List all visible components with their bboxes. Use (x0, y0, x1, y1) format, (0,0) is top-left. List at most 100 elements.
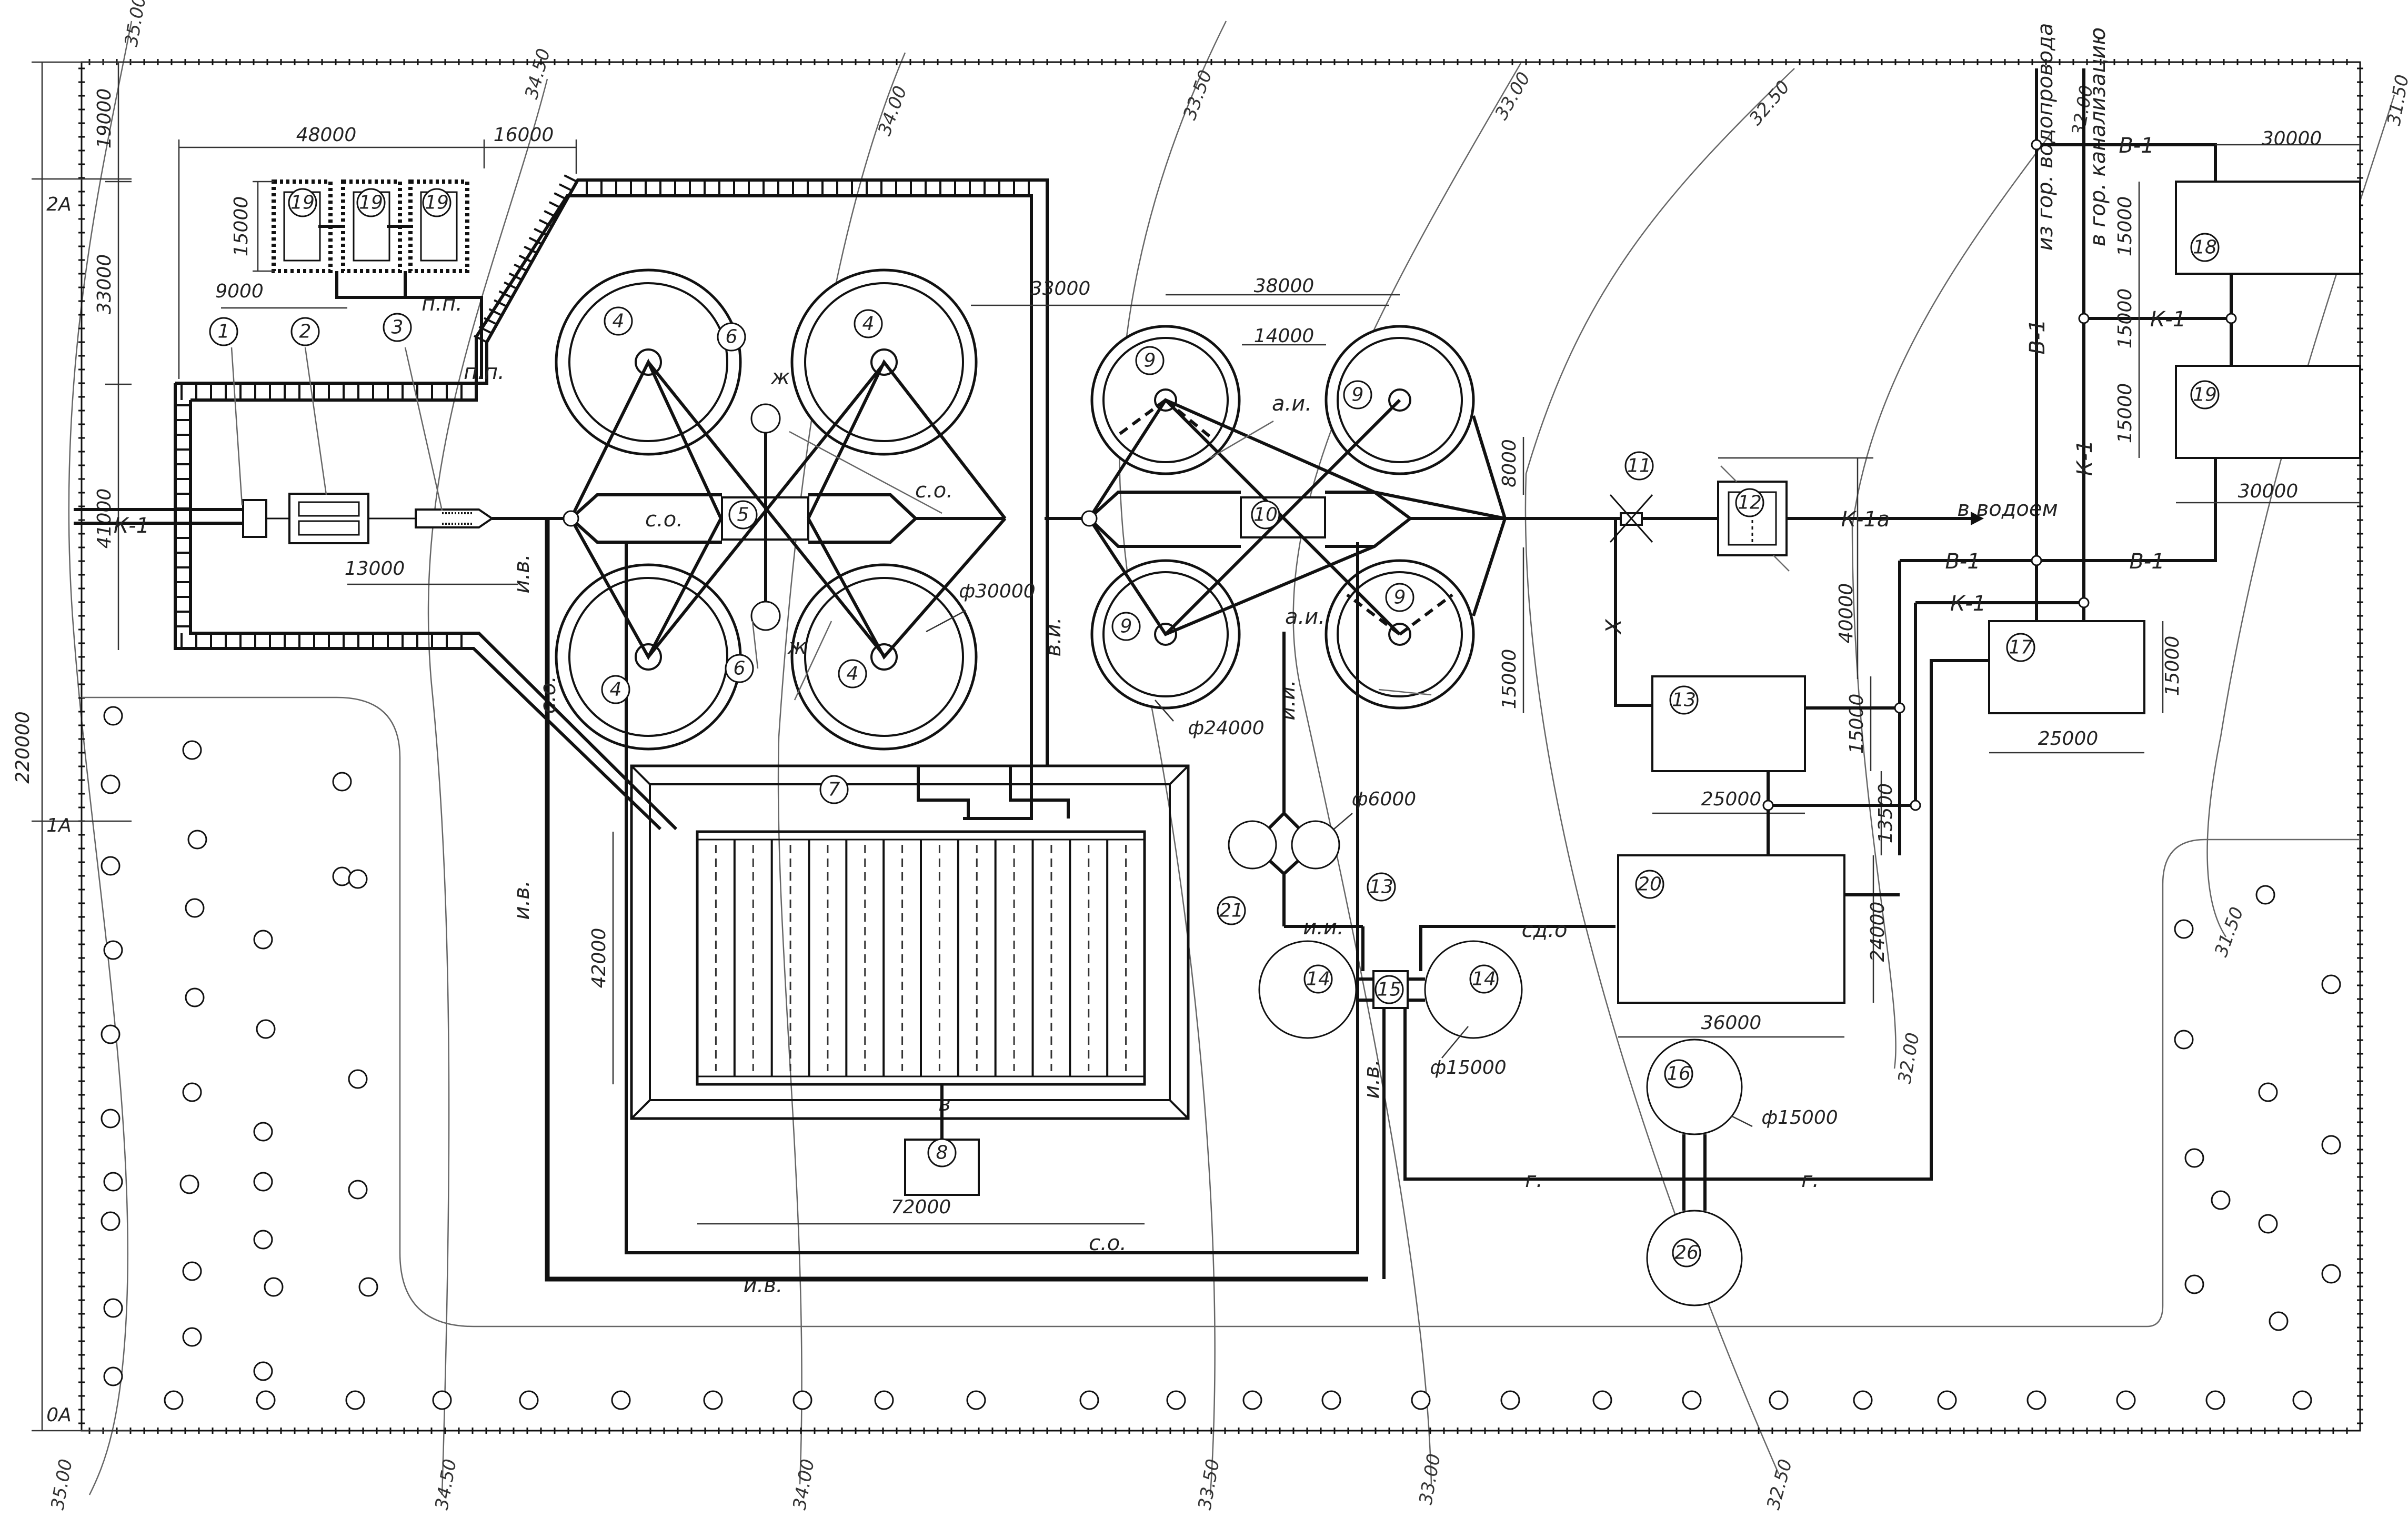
tree (103, 940, 123, 960)
tree (332, 772, 352, 792)
marker-b4c: 4 (601, 675, 630, 704)
tree (2321, 1135, 2341, 1155)
tree (182, 1261, 202, 1281)
tree (1500, 1390, 1520, 1410)
dim-15000-b13: 15000 (1846, 694, 1868, 754)
digester-21 (1228, 820, 1277, 870)
dim-25000-b13: 25000 (1701, 789, 1762, 810)
marker-b14a: 14 (1303, 964, 1333, 994)
fence-ticks (78, 59, 2363, 1434)
tree (2211, 1190, 2231, 1210)
trees (101, 706, 2341, 1410)
tree (432, 1390, 452, 1410)
fence-tick-marks (78, 59, 2363, 1434)
dim-15000-b17: 15000 (2162, 636, 2183, 696)
digester-13 (1291, 820, 1340, 870)
svg-text:12: 12 (1738, 492, 1762, 514)
tree (253, 1361, 273, 1381)
tree (101, 1211, 121, 1231)
contour-label-32-50-bottom: 32.50 (1763, 1457, 1797, 1512)
dim-220000-left: 220000 (12, 711, 34, 783)
marker-b11: 11 (1624, 451, 1654, 481)
dim-15000-r2: 15000 (2114, 288, 2136, 349)
pipe-label-zh-bottom: ж (787, 635, 807, 659)
building-17 (1988, 620, 2145, 714)
pipe-label-co-left: с.о. (645, 507, 683, 532)
effluent: К-1а в водоем Х 40000 25000 15000 13500 … (1505, 457, 2058, 1038)
axis-2A: 2A (46, 194, 72, 215)
tree (2174, 919, 2194, 939)
tree (103, 1366, 123, 1386)
contour-label-33-50-top: 33.50 (1179, 67, 1217, 123)
dim-phi24000: ф24000 (1188, 717, 1264, 739)
dim-30000-top: 30000 (2262, 128, 2322, 149)
tree (1853, 1390, 1873, 1410)
svg-text:11: 11 (1627, 455, 1651, 477)
marker-b19a: 19 (288, 188, 317, 217)
tree (185, 898, 205, 918)
city-utilities: из гор. водопровода в гор. канализацию В… (1762, 23, 2361, 896)
svg-text:3: 3 (392, 317, 404, 338)
pipe-label-zh-top: ж (770, 365, 790, 390)
tree (348, 869, 368, 889)
tree (1937, 1390, 1957, 1410)
contour-label-35-00-top: 35.00 (121, 0, 150, 48)
tree (519, 1390, 539, 1410)
sludge-beds-7-outer (630, 764, 1190, 1120)
primary-settling-tanks: с.о. с.о. ж ж ф30000 (555, 268, 1036, 751)
svg-text:1: 1 (218, 321, 230, 343)
site-boundary (81, 61, 2361, 1432)
pipe-label-co-right: с.о. (915, 478, 953, 503)
tree (2174, 1030, 2194, 1050)
marker-b21: 21 (1217, 896, 1246, 925)
axis-1A: 1A (46, 815, 72, 836)
green-zone-main (82, 696, 2360, 1328)
tree (874, 1390, 894, 1410)
marker-b18: 18 (2190, 233, 2220, 262)
tree (1166, 1390, 1186, 1410)
tree (358, 1277, 378, 1297)
left-dimension-rail: 2A 1A 0A 19000 33000 41000 220000 (12, 61, 132, 1432)
tree (253, 1172, 273, 1192)
contour-label-35-00-bottom: 35.00 (47, 1458, 76, 1512)
svg-text:17: 17 (2009, 637, 2033, 658)
marker-b19d: 19 (2190, 380, 2220, 410)
flume-3 (415, 508, 494, 528)
tree (253, 1122, 273, 1142)
pipe-label-pp-mid: п.п. (464, 360, 505, 384)
label-to-sewer: в гор. канализацию (2086, 27, 2110, 246)
tree (1321, 1390, 1341, 1410)
dim-8000: 8000 (1499, 439, 1520, 487)
tree (1769, 1390, 1789, 1410)
dim-phi15000-b: ф15000 (1761, 1107, 1838, 1129)
marker-b5: 5 (728, 500, 758, 530)
tree (1592, 1390, 1612, 1410)
tree (253, 930, 273, 950)
marker-b4d: 4 (838, 659, 867, 688)
tree (2258, 1082, 2278, 1102)
marker-b17: 17 (2006, 633, 2035, 662)
svg-text:2: 2 (299, 321, 312, 343)
dim-16000: 16000 (494, 124, 554, 146)
pretreatment-area: К-1 п.п. п.п. 48000 16000 15000 90 (74, 124, 1049, 831)
tree (182, 740, 202, 760)
dim-9000: 9000 (215, 281, 264, 302)
svg-text:14: 14 (1472, 969, 1496, 990)
pipe-label-b1-top: В-1 (2119, 134, 2154, 158)
tree (611, 1390, 631, 1410)
tree (103, 1298, 123, 1318)
marker-b15: 15 (1374, 975, 1404, 1004)
dim-72000: 72000 (891, 1196, 951, 1218)
tree (256, 1019, 276, 1039)
marker-b13b: 13 (1367, 872, 1396, 902)
contour-label-32-50-top: 32.50 (1745, 77, 1794, 129)
dim-30000-bottom: 30000 (2238, 481, 2299, 502)
svg-text:4: 4 (862, 313, 875, 335)
marker-b9c: 9 (1111, 612, 1141, 641)
sand-trap-2 (288, 493, 369, 544)
tree (2269, 1311, 2289, 1331)
marker-b6b: 6 (725, 654, 754, 683)
tree (2255, 885, 2275, 905)
secondary-tank-inner (1337, 337, 1463, 463)
tree (101, 856, 121, 876)
